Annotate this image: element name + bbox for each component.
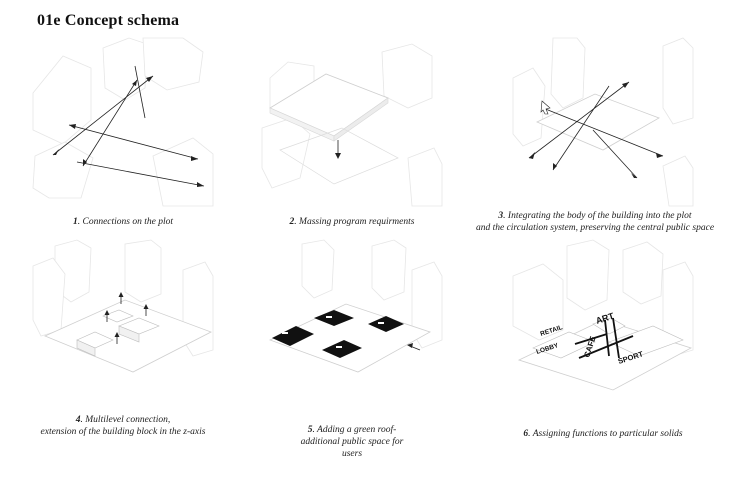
diagram-multilevel [32, 239, 214, 408]
caption-line-3: users [341, 449, 363, 459]
caption-line-1: 5. Adding a green roof- [262, 424, 442, 436]
caption-line-2: additional public space for [300, 437, 404, 447]
caption-line-2: and the circulation system, preserving t… [475, 223, 715, 233]
caption-number: 6 [523, 429, 529, 439]
caption-line: . Massing program requirments [294, 217, 415, 227]
caption-number: 4 [75, 415, 81, 425]
caption-number: 1 [72, 217, 78, 227]
diagram-massing [261, 38, 443, 207]
caption-line: . Assigning functions to particular soli… [528, 429, 683, 439]
diagram-integration [512, 37, 694, 207]
caption-line: . Multilevel connection, [80, 415, 171, 425]
caption-number: 2 [289, 217, 295, 227]
caption-line-2: extension of the building block in the z… [40, 427, 206, 437]
caption-line-1: 3. Integrating the body of the building … [470, 210, 720, 222]
caption-number: 5 [307, 425, 313, 435]
caption-line-1: 4. Multilevel connection, [33, 414, 213, 426]
caption-1: 1. Connections on the plot [33, 216, 213, 228]
diagram-connections [32, 37, 214, 207]
caption-line: . Integrating the body of the building i… [503, 211, 692, 221]
diagram-green-roof [262, 239, 443, 408]
page-title: 01e Concept schema [37, 12, 180, 29]
caption-number: 3 [498, 211, 504, 221]
caption-2: 2. Massing program requirments [250, 216, 454, 228]
caption-6: 6. Assigning functions to particular sol… [493, 428, 713, 440]
caption-line: . Connections on the plot [77, 217, 173, 227]
caption-line: . Adding a green roof- [312, 425, 397, 435]
caption-4: 4. Multilevel connection, extension of t… [33, 414, 213, 438]
caption-5: 5. Adding a green roof- additional publi… [262, 424, 442, 460]
caption-3: 3. Integrating the body of the building … [470, 210, 720, 234]
diagram-functions: RETAIL ART CAFE LOBBY SPORT [512, 239, 694, 408]
